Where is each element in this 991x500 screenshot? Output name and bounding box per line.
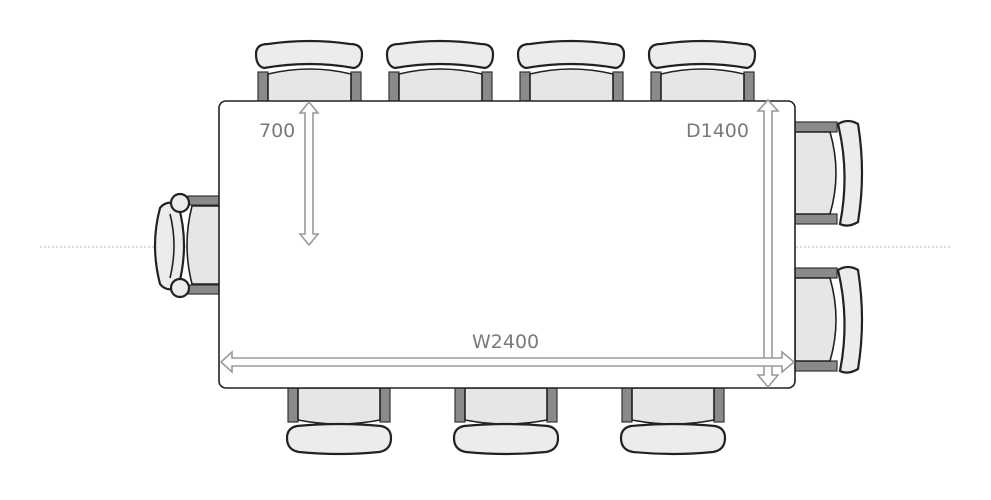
chair-back [836, 119, 864, 227]
armrest [650, 71, 662, 103]
armrest [350, 71, 362, 103]
armrest [713, 387, 725, 423]
armrest [481, 71, 493, 103]
chair-seat [464, 387, 548, 425]
armrest [519, 71, 531, 103]
armrest [794, 360, 838, 372]
chair-seat [794, 277, 837, 362]
chair-seat [660, 68, 745, 103]
armrest [612, 71, 624, 103]
chair-seat [186, 205, 221, 285]
chair-bottom-3 [619, 387, 727, 456]
depth-arrow [756, 98, 780, 389]
chair-seat [794, 131, 837, 215]
armrest [621, 387, 633, 423]
armrest [743, 71, 755, 103]
chair-back [619, 422, 727, 456]
chair-back [285, 422, 393, 456]
table-top [218, 100, 796, 389]
chair-top-1 [254, 39, 364, 103]
armrest [794, 213, 838, 225]
width-arrow [219, 350, 796, 374]
armrest [546, 387, 558, 423]
chair-back [254, 39, 364, 70]
armrest-knob [169, 192, 191, 214]
chair-back [836, 265, 864, 374]
armrest [379, 387, 391, 423]
chair-left-head [153, 192, 221, 299]
chair-back [516, 39, 626, 70]
chair-seat [398, 68, 483, 103]
chair-back [647, 39, 757, 70]
armrest [187, 195, 221, 206]
armrest [287, 387, 299, 423]
chair-back [153, 201, 186, 291]
chair-back [385, 39, 495, 70]
chair-back [452, 422, 560, 456]
chair-bottom-1 [285, 387, 393, 456]
armrest [257, 71, 269, 103]
chair-right-1 [794, 119, 864, 227]
chair-back-detail [169, 213, 175, 279]
chair-seat [297, 387, 381, 425]
chair-top-2 [385, 39, 495, 103]
chair-right-2 [794, 265, 864, 374]
armrest [454, 387, 466, 423]
armrest [388, 71, 400, 103]
chair-bottom-2 [452, 387, 560, 456]
chair-seat [529, 68, 614, 103]
chair-seat [631, 387, 715, 425]
chair-seat [267, 68, 352, 103]
armrest [187, 284, 221, 295]
armrest [794, 121, 838, 133]
depth-label: D1400 [686, 120, 749, 142]
chair-offset-label: 700 [259, 120, 295, 142]
width-label: W2400 [472, 331, 539, 353]
armrest-knob [169, 277, 191, 299]
chair-offset-arrow [298, 100, 320, 247]
armrest [794, 267, 838, 279]
chair-top-3 [516, 39, 626, 103]
chair-top-4 [647, 39, 757, 103]
